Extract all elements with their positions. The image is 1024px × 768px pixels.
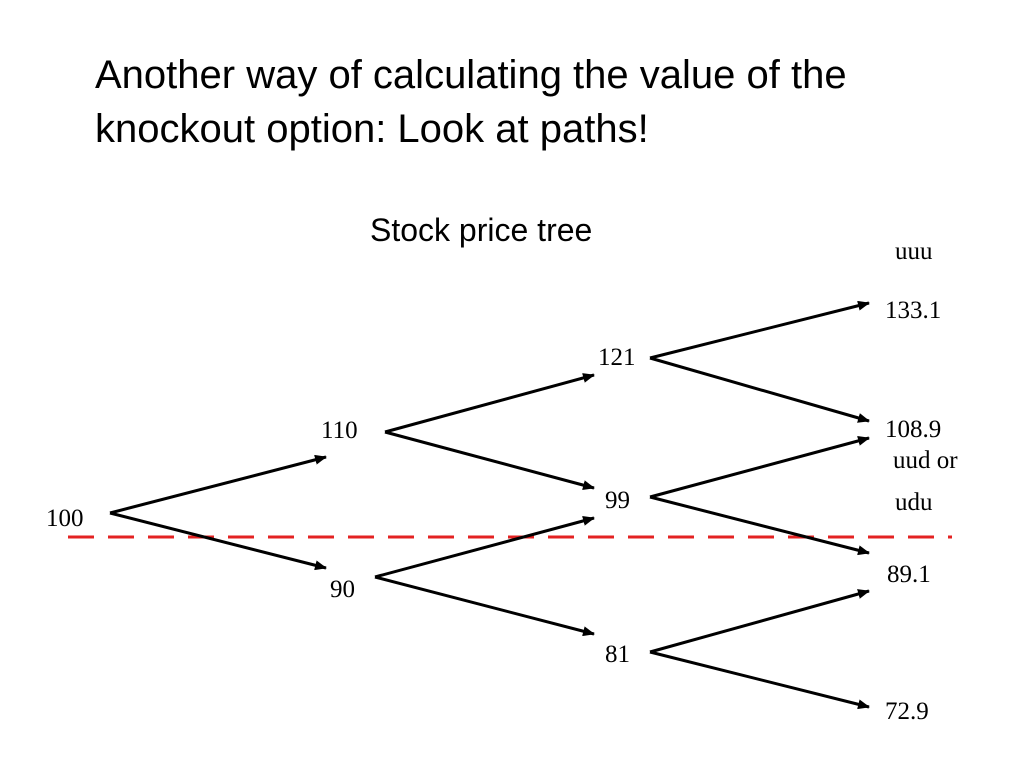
node-uud: 108.9 xyxy=(885,416,941,443)
branch-d-down xyxy=(374,575,595,637)
branch-u-down xyxy=(384,430,595,490)
branch-dd-down xyxy=(649,650,870,710)
node-d: 90 xyxy=(330,576,355,603)
node-root: 100 xyxy=(46,505,84,532)
branch-d-up xyxy=(374,516,595,579)
branch-ud-down xyxy=(649,495,870,556)
branch-ud-up xyxy=(649,436,870,499)
branch-root-up xyxy=(109,454,327,515)
slide-title: Another way of calculating the value of … xyxy=(95,48,995,156)
branch-uu-up xyxy=(649,300,870,360)
branch-dd-up xyxy=(649,589,870,654)
branch-root-down xyxy=(109,511,327,571)
path-label-uud-line2: udu xyxy=(895,489,933,516)
slide-title-line-1: Another way of calculating the value of … xyxy=(95,53,847,97)
path-label-uuu: uuu xyxy=(895,238,933,265)
branch-uu-down xyxy=(649,356,870,423)
node-ud: 99 xyxy=(605,487,630,514)
node-ddd: 72.9 xyxy=(885,698,929,725)
node-u: 110 xyxy=(321,417,358,444)
slide-title-line-2: knockout option: Look at paths! xyxy=(95,107,649,151)
node-udd: 89.1 xyxy=(887,561,931,588)
path-label-uud-line1: uud or xyxy=(893,447,958,474)
branch-u-up xyxy=(384,373,595,434)
tree-subtitle: Stock price tree xyxy=(370,212,593,248)
node-uuu: 133.1 xyxy=(885,297,941,324)
node-uu: 121 xyxy=(598,344,636,371)
node-dd: 81 xyxy=(605,641,630,668)
